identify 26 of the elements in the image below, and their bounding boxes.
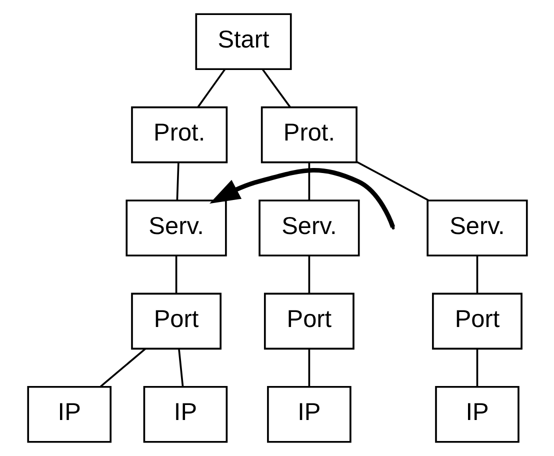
- connector: [308, 256, 310, 294]
- arrow: [208, 168, 395, 228]
- node-box: Prot.: [130, 106, 228, 164]
- connector: [308, 162, 310, 200]
- node-box: IP: [142, 386, 228, 443]
- node-box: Serv.: [258, 200, 360, 256]
- connector: [99, 348, 146, 388]
- connector: [261, 68, 290, 108]
- connector: [176, 162, 179, 200]
- node-box: Port: [432, 292, 522, 350]
- node-box: Prot.: [260, 106, 357, 164]
- connector: [476, 256, 478, 294]
- connector: [174, 256, 177, 294]
- node-box: IP: [434, 386, 519, 443]
- connector: [178, 348, 184, 387]
- node-box: Serv.: [125, 200, 226, 256]
- connector: [196, 68, 226, 108]
- connector: [356, 161, 428, 201]
- node-box: IP: [266, 386, 351, 443]
- node-box: Serv.: [426, 200, 528, 256]
- node-box: Port: [130, 292, 222, 350]
- connector: [308, 348, 310, 387]
- node-box: IP: [26, 386, 112, 443]
- node-box: Start: [194, 13, 292, 70]
- node-box: Port: [263, 292, 354, 350]
- connector: [476, 348, 478, 387]
